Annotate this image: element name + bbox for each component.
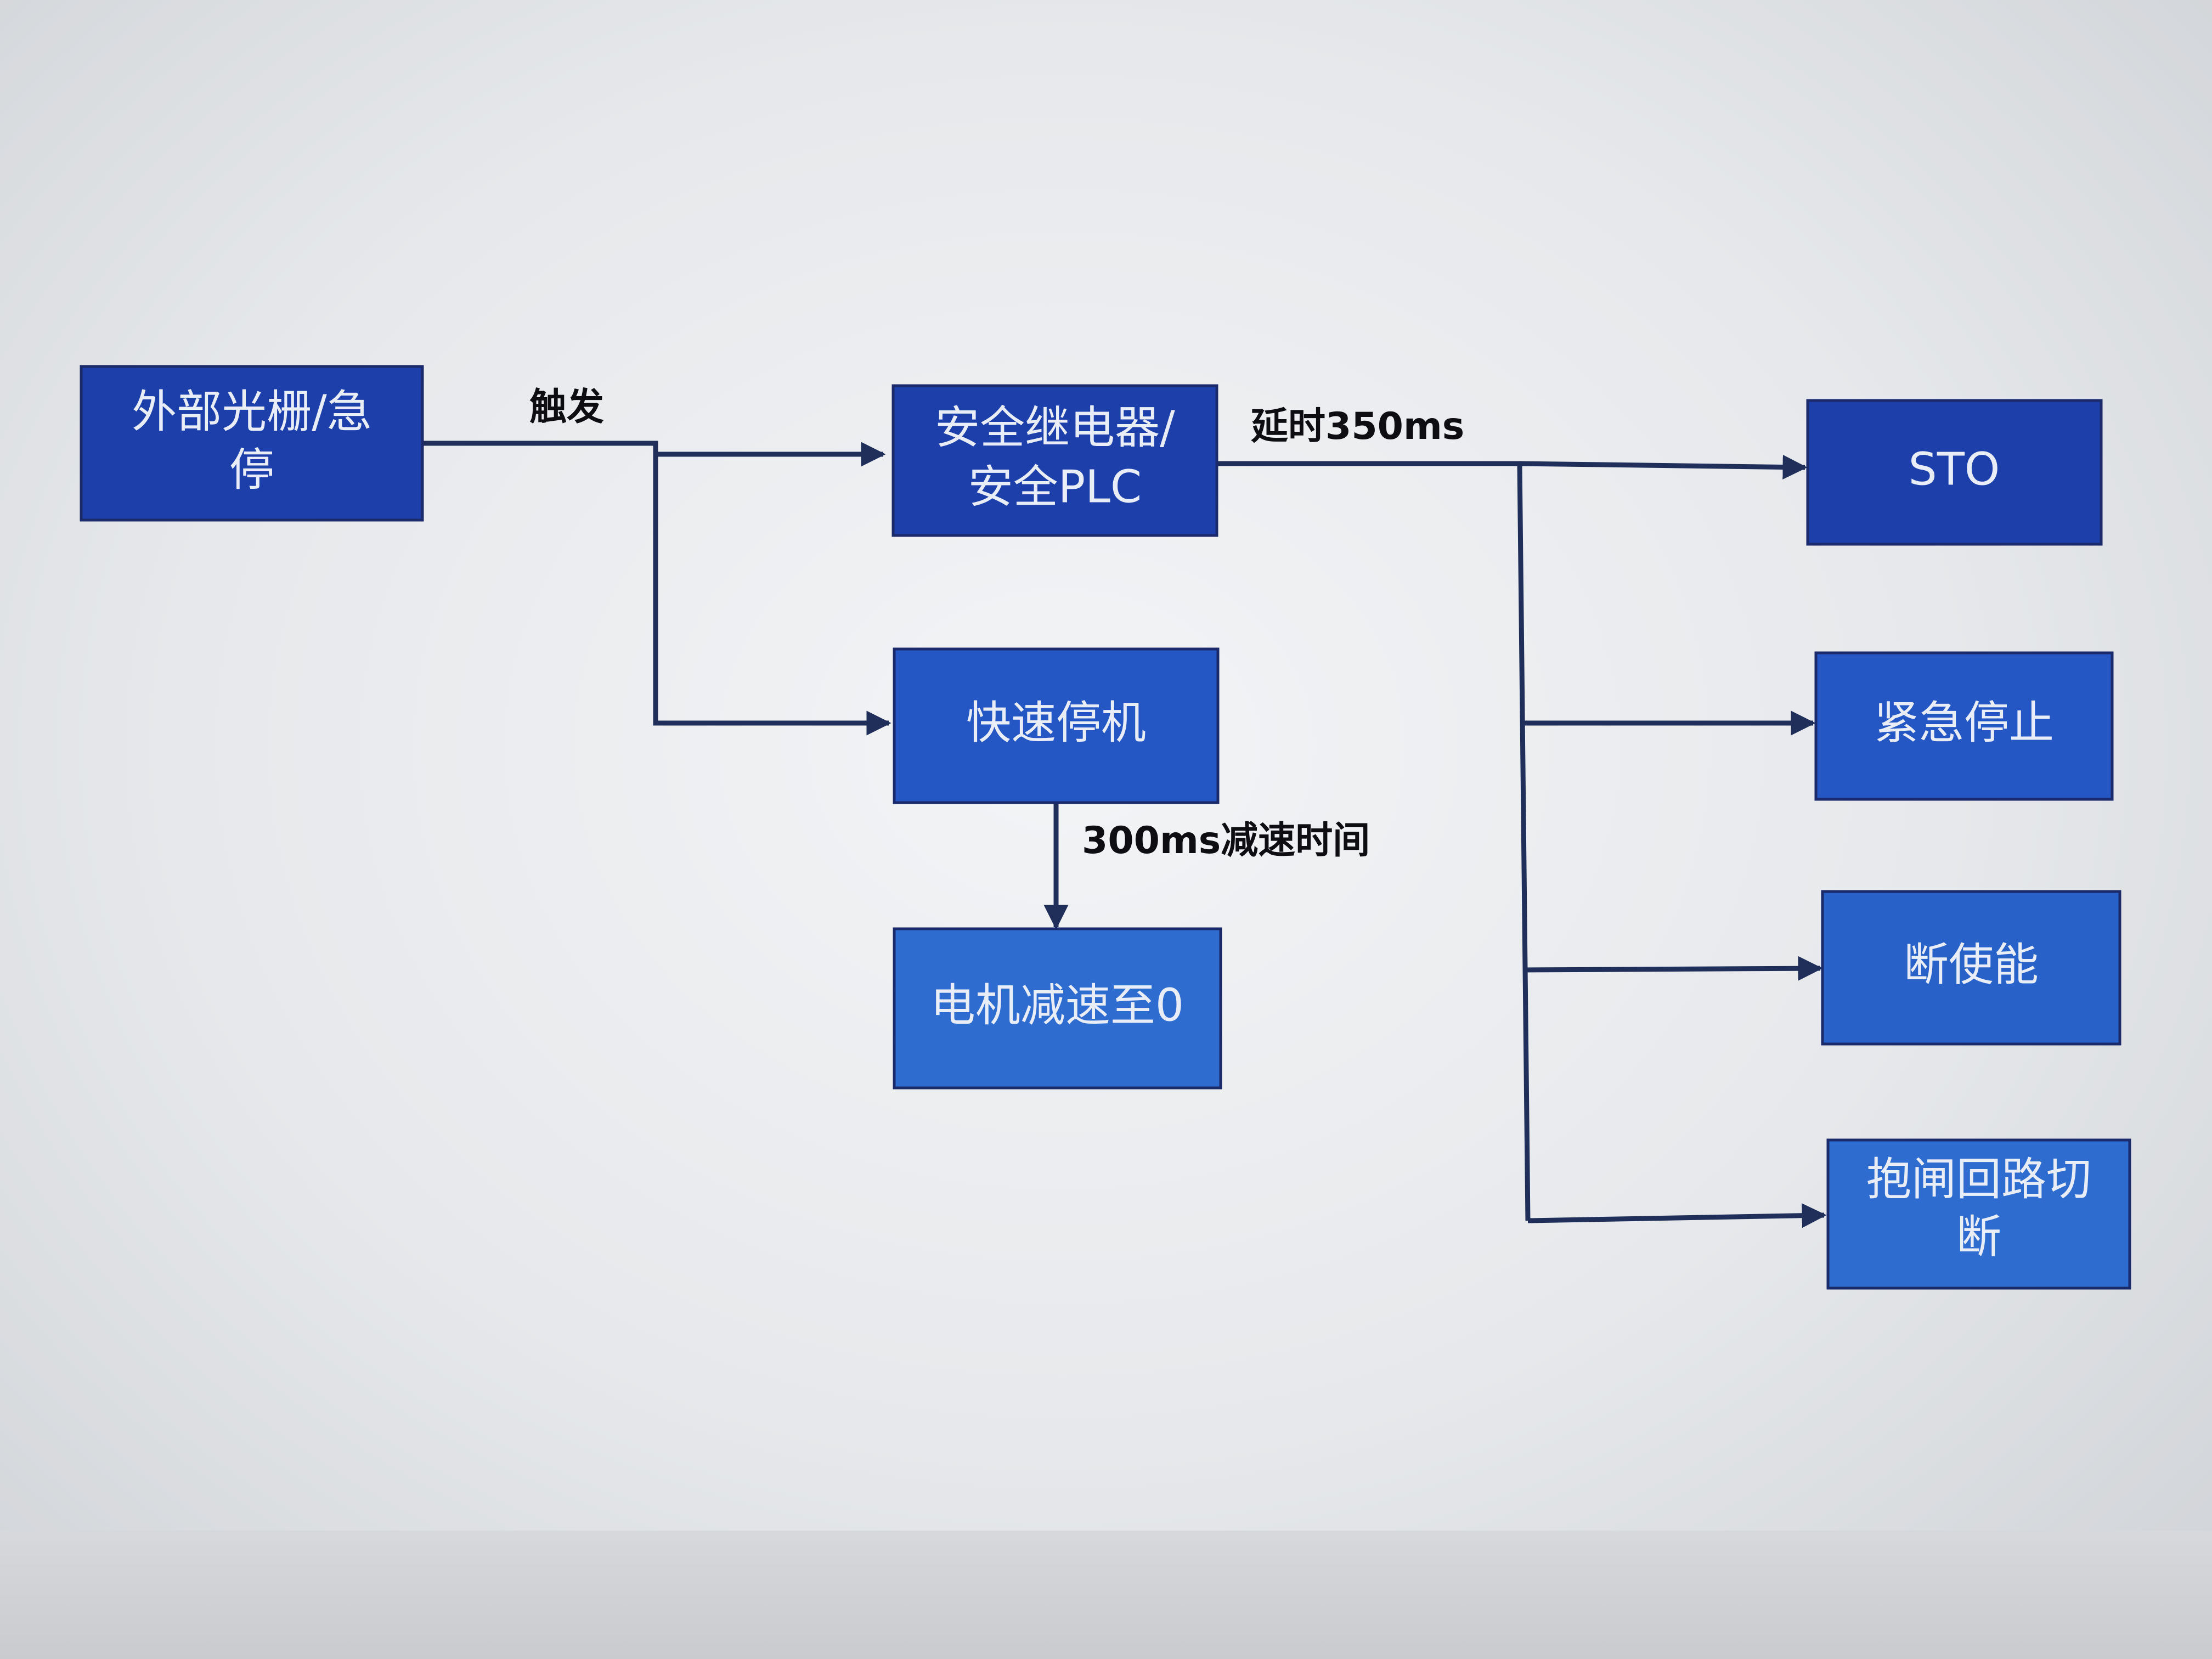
node-brake-cut-line-2: 断 <box>1956 1211 2001 1263</box>
node-safety-relay-line-1: 安全继电器/ <box>935 402 1175 454</box>
node-disable-line-1: 断使能 <box>1904 939 2039 991</box>
node-emergency-stop-line-1: 紧急停止 <box>1874 697 2054 749</box>
node-quick-stop: 快速停机 <box>893 647 1220 804</box>
edge-label-delay: 延时350ms <box>1251 405 1464 448</box>
node-brake-cut: 抱闸回路切 断 <box>1826 1138 2131 1290</box>
node-emergency-stop: 紧急停止 <box>1814 651 2114 801</box>
node-brake-cut-line-1: 抱闸回路切 <box>1866 1153 2091 1205</box>
node-source-line-1: 外部光栅/急 <box>132 386 372 438</box>
edge-relay-to-sto <box>1519 454 1808 479</box>
edge-source-to-quick-stop <box>653 443 891 736</box>
node-source: 外部光栅/急 停 <box>80 365 424 522</box>
node-motor-decel: 电机减速至0 <box>893 927 1222 1090</box>
node-safety-relay: 安全继电器/ 安全PLC <box>891 384 1218 537</box>
node-disable: 断使能 <box>1821 890 2121 1046</box>
edge-label-decel-time: 300ms减速时间 <box>1082 819 1370 862</box>
node-source-line-2: 停 <box>229 444 274 496</box>
node-sto: STO <box>1806 399 2103 546</box>
edges <box>422 441 1827 1228</box>
node-safety-relay-line-2: 安全PLC <box>968 461 1142 513</box>
node-sto-line-1: STO <box>1909 443 2000 495</box>
edge-source-to-relay <box>422 441 886 467</box>
edge-label-trigger: 触发 <box>529 386 604 429</box>
edge-relay-to-disable <box>1525 956 1823 981</box>
node-motor-decel-line-1: 电机减速至0 <box>930 979 1184 1031</box>
node-quick-stop-line-1: 快速停机 <box>966 697 1146 749</box>
desk-background-strip <box>0 1531 2212 1659</box>
edge-relay-to-brake-cut <box>1527 1203 1827 1228</box>
